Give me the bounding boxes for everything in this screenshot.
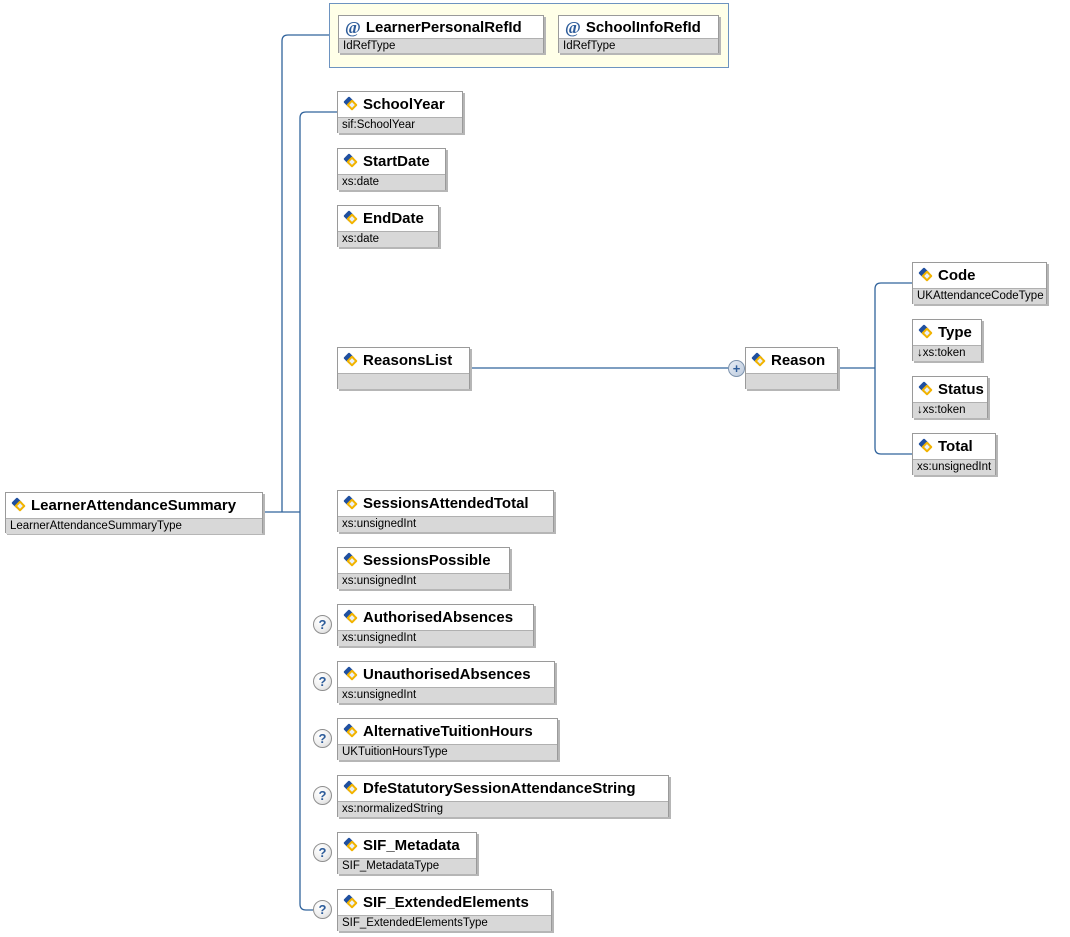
element-type: xs:date xyxy=(338,231,438,247)
element-box-sifextendedelements[interactable]: SIF_ExtendedElements SIF_ExtendedElement… xyxy=(337,889,552,931)
element-box-startdate[interactable]: StartDate xs:date xyxy=(337,148,446,190)
element-type: xs:unsignedInt xyxy=(913,459,995,475)
element-icon xyxy=(343,894,358,909)
element-box-code[interactable]: Code UKAttendanceCodeType xyxy=(912,262,1047,304)
element-box-unauthorisedabsences[interactable]: UnauthorisedAbsences xs:unsignedInt xyxy=(337,661,555,703)
element-type: xs:unsignedInt xyxy=(338,630,533,646)
at-icon: @ xyxy=(565,17,581,37)
element-icon xyxy=(343,352,358,367)
root-element-box[interactable]: LearnerAttendanceSummary LearnerAttendan… xyxy=(5,492,263,534)
element-name: AuthorisedAbsences xyxy=(363,609,514,626)
element-name: ReasonsList xyxy=(363,352,453,369)
optional-question-icon: ? xyxy=(313,843,332,862)
element-icon xyxy=(343,837,358,852)
element-icon xyxy=(751,352,766,367)
element-box-sessionspossible[interactable]: SessionsPossible xs:unsignedInt xyxy=(337,547,510,589)
element-type xyxy=(746,373,837,389)
attribute-type: IdRefType xyxy=(559,38,718,53)
element-name: Reason xyxy=(771,352,826,369)
optional-question-icon: ? xyxy=(313,786,332,805)
element-type: LearnerAttendanceSummaryType xyxy=(6,518,262,534)
attribute-box-schoolinforefid[interactable]: @SchoolInfoRefId IdRefType xyxy=(558,15,719,53)
element-box-alternativetuitionhours[interactable]: AlternativeTuitionHours UKTuitionHoursTy… xyxy=(337,718,558,760)
attribute-type: IdRefType xyxy=(339,38,543,53)
element-type: xs:normalizedString xyxy=(338,801,668,817)
element-type: xs:unsignedInt xyxy=(338,687,554,703)
element-icon xyxy=(343,609,358,624)
element-box-reasonslist[interactable]: ReasonsList xyxy=(337,347,470,389)
attribute-name: LearnerPersonalRefId xyxy=(365,18,522,36)
element-icon xyxy=(343,723,358,738)
element-name: UnauthorisedAbsences xyxy=(363,666,531,683)
element-type xyxy=(338,373,469,389)
element-box-status[interactable]: Status ↓xs:token xyxy=(912,376,988,418)
element-icon xyxy=(343,153,358,168)
element-type: xs:date xyxy=(338,174,445,190)
element-name: StartDate xyxy=(363,153,430,170)
element-box-enddate[interactable]: EndDate xs:date xyxy=(337,205,439,247)
element-type: xs:unsignedInt xyxy=(338,573,509,589)
element-name: EndDate xyxy=(363,210,424,227)
element-type: sif:SchoolYear xyxy=(338,117,462,133)
optional-question-icon: ? xyxy=(313,729,332,748)
expand-plus-icon[interactable]: + xyxy=(728,360,745,377)
element-icon xyxy=(918,267,933,282)
element-name: SessionsPossible xyxy=(363,552,491,569)
element-name: SessionsAttendedTotal xyxy=(363,495,529,512)
element-name: Status xyxy=(938,381,984,398)
element-name: SIF_Metadata xyxy=(363,837,460,854)
element-icon xyxy=(918,438,933,453)
element-icon xyxy=(343,210,358,225)
element-name: AlternativeTuitionHours xyxy=(363,723,533,740)
element-type: UKAttendanceCodeType xyxy=(913,288,1046,304)
element-type: UKTuitionHoursType xyxy=(338,744,557,760)
element-box-type[interactable]: Type ↓xs:token xyxy=(912,319,982,361)
element-box-dfestatutorysessionattendancestring[interactable]: DfeStatutorySessionAttendanceString xs:n… xyxy=(337,775,669,817)
attribute-box-learnerpersonalrefid[interactable]: @LearnerPersonalRefId IdRefType xyxy=(338,15,544,53)
element-icon xyxy=(918,324,933,339)
element-type: SIF_ExtendedElementsType xyxy=(338,915,551,931)
optional-question-icon: ? xyxy=(313,615,332,634)
element-box-reason[interactable]: Reason xyxy=(745,347,838,389)
element-type: SIF_MetadataType xyxy=(338,858,476,874)
element-icon xyxy=(343,552,358,567)
element-icon xyxy=(11,497,26,512)
element-box-sifmetadata[interactable]: SIF_Metadata SIF_MetadataType xyxy=(337,832,477,874)
element-box-total[interactable]: Total xs:unsignedInt xyxy=(912,433,996,475)
element-name: SchoolYear xyxy=(363,96,445,113)
element-box-sessionsattendedtotal[interactable]: SessionsAttendedTotal xs:unsignedInt xyxy=(337,490,554,532)
element-type: ↓xs:token xyxy=(913,402,987,418)
at-icon: @ xyxy=(345,17,361,37)
element-name: Total xyxy=(938,438,973,455)
element-icon xyxy=(343,780,358,795)
element-icon xyxy=(918,381,933,396)
element-type: ↓xs:token xyxy=(913,345,981,361)
optional-question-icon: ? xyxy=(313,672,332,691)
element-box-schoolyear[interactable]: SchoolYear sif:SchoolYear xyxy=(337,91,463,133)
optional-question-icon: ? xyxy=(313,900,332,919)
element-name: DfeStatutorySessionAttendanceString xyxy=(363,780,636,797)
element-icon xyxy=(343,96,358,111)
element-type: xs:unsignedInt xyxy=(338,516,553,532)
element-name: SIF_ExtendedElements xyxy=(363,894,529,911)
element-name: LearnerAttendanceSummary xyxy=(31,497,237,514)
element-name: Type xyxy=(938,324,972,341)
element-icon xyxy=(343,495,358,510)
attribute-name: SchoolInfoRefId xyxy=(585,18,701,36)
element-icon xyxy=(343,666,358,681)
element-box-authorisedabsences[interactable]: AuthorisedAbsences xs:unsignedInt xyxy=(337,604,534,646)
element-name: Code xyxy=(938,267,976,284)
